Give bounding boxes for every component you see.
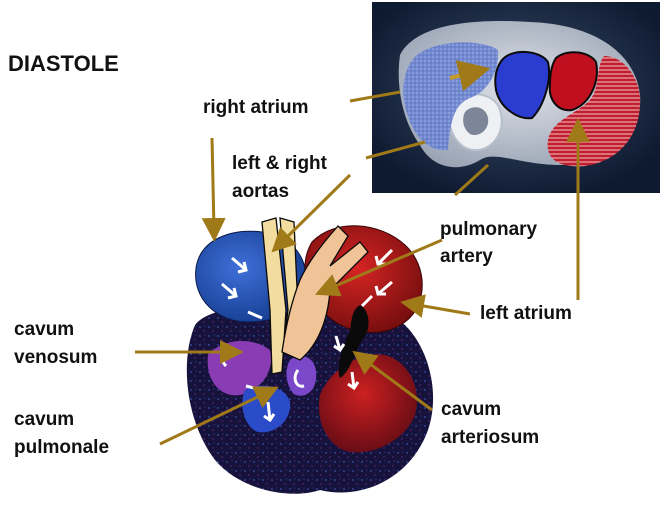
- label-cavum-venosum: cavum venosum: [14, 318, 97, 370]
- label-cavum-arteriosum-line1: cavum: [441, 399, 502, 420]
- label-pulmonary-line2: artery: [440, 246, 493, 267]
- cavum-venosum-overlay: [494, 51, 550, 120]
- blood-flow-arrows: [221, 248, 394, 423]
- label-cavum-arteriosum-line2: arteriosum: [441, 427, 540, 448]
- label-cavum-venosum-line1: cavum: [14, 319, 75, 340]
- label-cavum-venosum-line2: venosum: [14, 347, 98, 368]
- diagram-title: DIASTOLE: [8, 51, 119, 76]
- inset-arrow: [449, 60, 491, 92]
- label-aortas-line1: left & right: [232, 153, 327, 174]
- label-cavum-pulmonale-line1: cavum: [14, 409, 75, 430]
- label-cavum-pulmonale-line2: pulmonale: [14, 437, 110, 458]
- label-pulmonary-line1: pulmonary: [440, 219, 538, 240]
- septum: [338, 305, 369, 378]
- label-aortas-line2: aortas: [232, 181, 290, 202]
- label-aortas: left & right aortas: [232, 152, 327, 204]
- label-cavum-pulmonale: cavum pulmonale: [14, 408, 109, 460]
- cavum-arteriosum-overlay: [548, 51, 598, 112]
- leader-lines: [135, 90, 590, 446]
- label-right-atrium: right atrium: [203, 97, 309, 118]
- label-pulmonary-artery: pulmonary artery: [440, 218, 537, 269]
- label-left-atrium: left atrium: [480, 303, 572, 324]
- label-cavum-arteriosum: cavum arteriosum: [441, 398, 539, 450]
